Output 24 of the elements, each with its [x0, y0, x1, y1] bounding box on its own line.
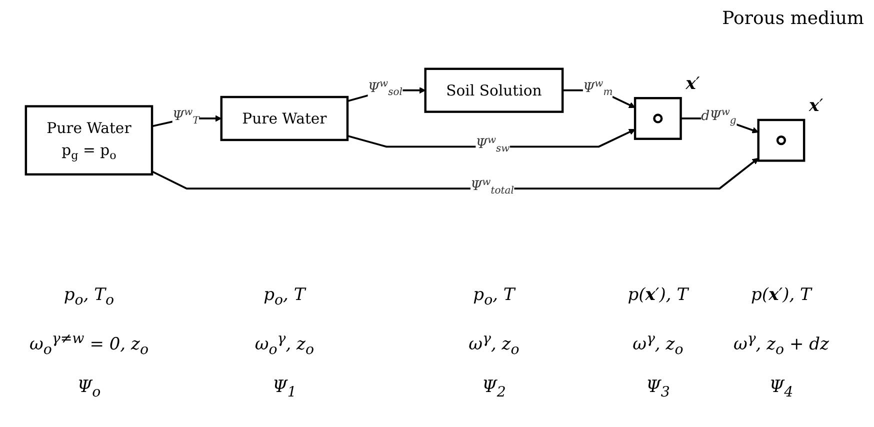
- state-label: ω$^{γ}$, z$_{o}$: [632, 331, 684, 358]
- state-label: ω$_{o}$$^{γ≠w}$ = 0, z$_{o}$: [29, 331, 148, 358]
- state-label: p(x′), T: [628, 285, 688, 305]
- state-label: ω$^{γ}$, z$_{o}$ + dz: [733, 331, 829, 358]
- state-label: ω$_{o}$$^{γ}$, z$_{o}$: [254, 331, 314, 358]
- state-label: p$_{o}$, T$_{o}$: [64, 285, 114, 308]
- region-label: Porous medium: [722, 8, 864, 29]
- state-label: Ψ$_{2}$: [482, 377, 506, 400]
- state-label: Ψ$_{3}$: [646, 377, 670, 400]
- state-label: ω$^{γ}$, z$_{o}$: [468, 331, 520, 358]
- process-box: Soil Solution: [424, 68, 564, 113]
- state-label: p$_{o}$, T: [264, 285, 306, 308]
- process-box: Pure Water p$_{g}$ = p$_{o}$: [24, 105, 154, 176]
- state-label: p$_{o}$, T: [473, 285, 515, 308]
- point-box: [634, 97, 682, 140]
- point-label: x′: [809, 96, 824, 116]
- state-label: p(x′), T: [751, 285, 812, 305]
- state-label: Ψ$_{1}$: [272, 377, 296, 400]
- process-box: Pure Water: [220, 96, 349, 142]
- arrow: [152, 158, 759, 190]
- state-label: Ψ$_{o}$: [77, 377, 101, 400]
- state-label: Ψ$_{4}$: [769, 377, 794, 400]
- point-label: x′: [686, 74, 700, 94]
- point-box: [757, 118, 806, 162]
